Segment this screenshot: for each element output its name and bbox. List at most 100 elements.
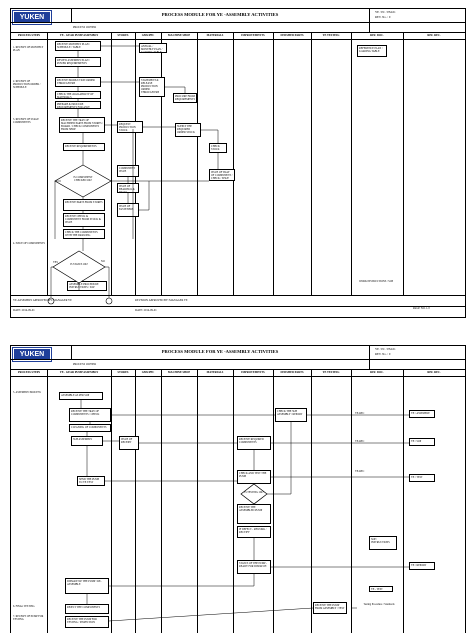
col-header-ref-rec: REF. REC. (427, 371, 441, 374)
column-divider (233, 369, 234, 633)
flow-box: RECEIVE THE PUMP FOR TESTING / INSPECTIO… (65, 616, 109, 628)
process-step-5: 5. ASSEMBLY PROCESS (12, 390, 46, 402)
flow-box: STATUS OF THE PUMP - READY FOR DISPATCH (237, 560, 271, 574)
decision-text: IS COMPONENT CHECKED OK? (73, 176, 93, 182)
revision-number: REV. No. : 0 (375, 15, 391, 19)
divider (11, 39, 465, 40)
column-divider (273, 369, 274, 633)
flow-box: IF DEFECT - REWORK / RECTIFY (237, 526, 271, 538)
divider (11, 359, 465, 360)
company-logo: YUKEN (12, 347, 52, 362)
col-header-ye-testing: YE TESTING (322, 371, 340, 374)
reference-doc: YE - TEST (369, 586, 393, 592)
divider (11, 369, 465, 370)
column-divider (311, 32, 312, 295)
flowchart-page-2: YUKEN PROCESS MODULE FOR YE -ASSEMBLY AC… (10, 345, 466, 633)
flow-box: CHECK THE SUB ASSEMBLY / REPORT (275, 408, 307, 422)
column-divider (351, 369, 352, 633)
flow-box: RECEIVE THE TRAY OF MACHINED PARTS FROM … (59, 117, 105, 133)
col-header-materials: MATERIALS (206, 371, 224, 374)
col-header-machine-shop: MACHINE SHOP (167, 34, 191, 37)
flow-box: RECEIVE CHECK & COMPONENT FROM STOCK & I… (63, 213, 105, 227)
flow-box: RECEIVE THE PUMP FROM ASSEMBLY / TEST (313, 602, 347, 614)
divider (11, 306, 465, 307)
flow-box: RECEIVE PARTS FROM STORES (63, 199, 105, 211)
flow-box: ISSUE OF BEARINGS & SEALS (117, 183, 139, 193)
flow-box: ISSUE OF FASTENERS (117, 203, 139, 217)
col-header-gms: GMS/PPC (141, 34, 155, 37)
column-divider (135, 369, 136, 633)
flow-box: RECEIVE MONTHLY PLAN / SCHEDULE / TABLE (55, 41, 101, 51)
process-step-3: 3. RECEIPT OF STAGE COMPONENTS (12, 117, 46, 133)
column-divider (273, 32, 274, 295)
column-divider (311, 369, 312, 633)
flow-box: PREPARE & PROCURE REQUIREMENTS FOR ASSY (55, 101, 101, 109)
column-divider (351, 32, 352, 295)
flow-box: CHECK STOCK (209, 143, 227, 153)
col-header-machine-shop: MACHINE SHOP (167, 371, 191, 374)
flow-box: CLEANING OF COMPONENTS (69, 424, 111, 432)
document-number: YE / PC / PM-01 (375, 347, 396, 351)
flow-box: SEND THE PUMP TO YE TEST (77, 476, 105, 486)
flow-box: ASSEMBLE AS PER SOP (59, 392, 103, 400)
column-divider (233, 32, 234, 295)
flow-box: CHECK THE AVAILABILITY OF MATERIALS (55, 91, 101, 99)
flowchart-page-1: YUKEN PROCESS MODULE FOR YE -ASSEMBLY AC… (10, 8, 466, 318)
page-title: PROCESS MODULE FOR YE -ASSEMBLY ACTIVITI… (161, 349, 279, 354)
reference-doc: YE-REC (355, 470, 365, 473)
col-header-process-steps: PROCESS STEPS (17, 371, 41, 374)
col-header-stores: STORES (117, 371, 129, 374)
col-header-finished-parts: FINISHED PARTS (280, 371, 304, 374)
column-divider (135, 32, 136, 295)
col-header-gear-pump: YE - GEAR PUMP ASSEMBLY (59, 371, 99, 374)
col-header-gms: GMS/PPC (141, 371, 155, 374)
process-owner-label: PROCESS OWNER (73, 26, 97, 29)
process-step-6: 6. FINAL TESTING (12, 604, 46, 612)
prepared-date: DATE: 2014-09-01 (13, 309, 35, 312)
flow-box: RECEIVE PRODUCTION ORDER THROUGH ERP (55, 77, 101, 87)
page-title: PROCESS MODULE FOR YE -ASSEMBLY ACTIVITI… (161, 12, 279, 17)
title-divider (71, 346, 72, 359)
reference-record: YE / ASSEMBLY (409, 410, 435, 418)
column-divider (197, 32, 198, 295)
column-divider (111, 32, 112, 295)
reference-doc: SOP / INSTRUCTIONS (369, 536, 397, 550)
yes-label: YES (53, 261, 58, 264)
flow-box: REVIEW ASSEMBLY PLAN / POWER REQUIREMENT… (55, 57, 101, 67)
process-step-4: 4. ISSUE OF COMPONENTS (12, 241, 46, 253)
column-divider (197, 369, 198, 633)
flow-box: ASSEMBLE PROCEDURE INSTRUCTIONS / SOP (67, 281, 107, 291)
flow-box: ISSUE OF TRAY OF COMPONENT / CHECK / ISS… (209, 169, 235, 181)
flow-box: RECEIVE REQUIREMENTS (63, 143, 105, 151)
title-divider (369, 9, 370, 32)
reference-doc: Testing Procedure / Standards (357, 602, 401, 616)
flow-box: COMPONENT ISSUE (117, 165, 139, 177)
flow-box: CHECK THE COMPONENTS WITH THE DRAWING (63, 229, 105, 239)
approved-date: DATE: 2014-09-01 (135, 309, 157, 312)
col-header-ref-rec: REF. REC. (427, 34, 441, 37)
document-number-block: YE / PC / PM-01 REV. No. : 0 (375, 347, 461, 357)
title-divider (369, 346, 370, 369)
flow-box: CHECK AND TEST THE PUMP (237, 470, 271, 484)
document-number-block: YE / PC / PM-01 REV. No. : 0 (375, 10, 461, 20)
flow-box: ANNUAL / MONTHLY PLAN / LOADING TABLE (139, 43, 167, 53)
col-header-process-steps: PROCESS STEPS (17, 34, 41, 37)
revision-number: REV. No. : 0 (375, 352, 391, 356)
col-header-improvements: IMPROVEMENTS (241, 371, 265, 374)
reference-record: YE / SOP (409, 438, 435, 446)
col-header-ref-doc: REF. DOC. (370, 34, 384, 37)
flow-box: ISSUE OF RECEIPT (119, 436, 139, 450)
flow-box: DISMANTLE THE PUMP / RE-ASSEMBLE (65, 578, 109, 594)
reference-record: YE / REPORT (409, 562, 435, 570)
process-step-7: 7. RECEIPT OF PUMP FOR TESTING (12, 614, 46, 626)
flow-box: STATEMENT & RELEASE PRODUCTION ORDER THR… (139, 77, 165, 97)
approved-by: REVISION APPROVED BY: MANAGER YE (135, 299, 188, 302)
col-header-gear-pump: YE - GEAR PUMP ASSEMBLY (59, 34, 99, 37)
column-divider (111, 369, 112, 633)
flow-box: RECEIVE THE ASSEMBLED PUMP (237, 504, 271, 524)
process-step-2: 2. RECEIPT OF PRODUCTION ORDER / SCHEDUL… (12, 79, 46, 99)
flow-box: SUB ASSEMBLY (71, 436, 103, 446)
flow-box: SUPPLY THE REQUIRED ORDER STOCK (175, 123, 201, 137)
title-divider (71, 9, 72, 22)
divider (11, 295, 465, 296)
